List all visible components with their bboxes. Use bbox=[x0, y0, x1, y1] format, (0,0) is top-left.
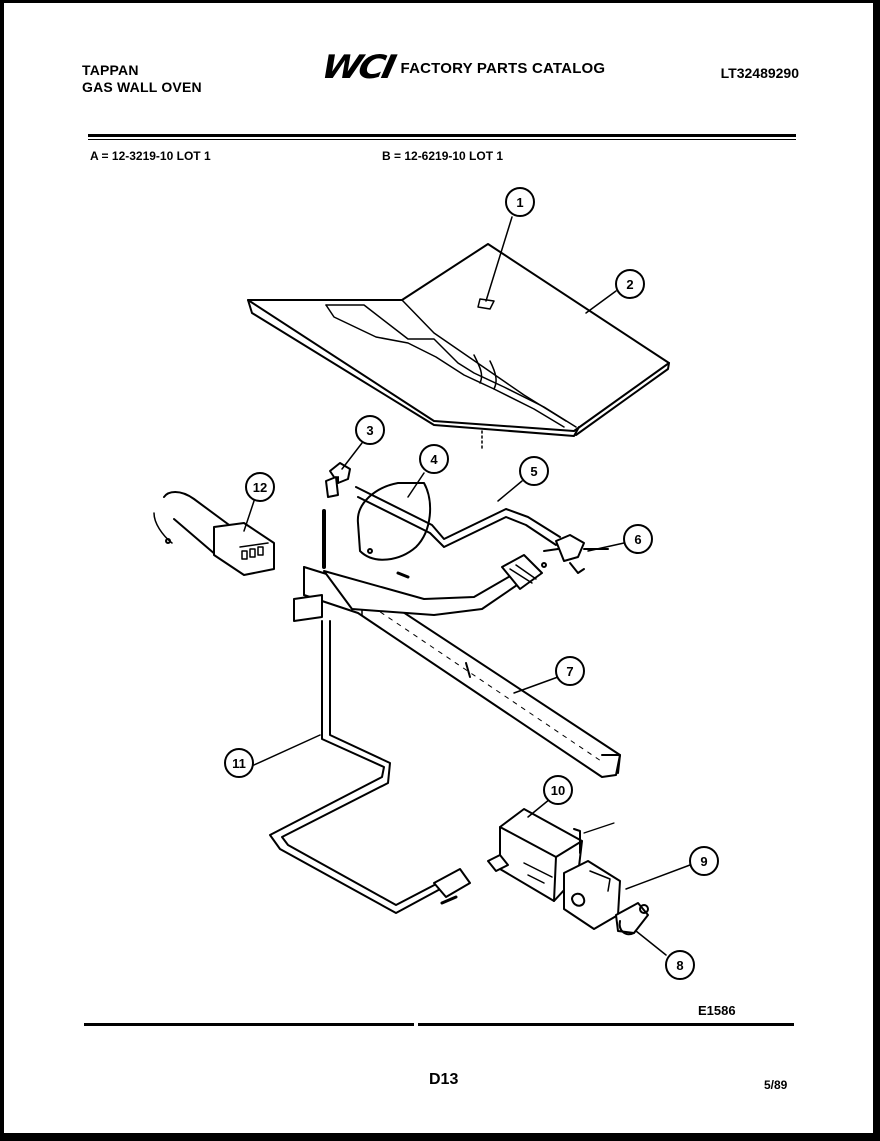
parts-diagram: 1 2 3 4 5 6 7 8 9 10 11 12 bbox=[153, 187, 719, 980]
callout-1-label: 1 bbox=[516, 195, 523, 210]
date-code: 5/89 bbox=[764, 1078, 788, 1092]
part-number: LT32489290 bbox=[720, 65, 799, 81]
callout-7-label: 7 bbox=[566, 664, 573, 679]
catalog-title: FACTORY PARTS CATALOG bbox=[400, 59, 606, 77]
callout-5: 5 bbox=[519, 456, 549, 486]
header-rule-top bbox=[88, 134, 796, 137]
callout-6-label: 6 bbox=[634, 532, 641, 547]
callout-12: 12 bbox=[245, 472, 275, 502]
catalog-page: TAPPAN GAS WALL OVEN WCI FACTORY PARTS C… bbox=[4, 3, 873, 1133]
callout-5-label: 5 bbox=[530, 464, 537, 479]
header-rule-bottom bbox=[88, 139, 796, 140]
page-code: D13 bbox=[429, 1071, 459, 1088]
callout-9-label: 9 bbox=[700, 854, 707, 869]
clip-part bbox=[325, 462, 351, 498]
callout-2-label: 2 bbox=[626, 277, 633, 292]
baffle-plate-part bbox=[247, 243, 670, 450]
callout-1: 1 bbox=[505, 187, 535, 217]
fitting-part bbox=[615, 902, 649, 936]
callout-11-label: 11 bbox=[232, 756, 246, 771]
model-a-label: A = 12-3219-10 LOT 1 bbox=[90, 149, 211, 163]
callout-10-label: 10 bbox=[551, 783, 565, 798]
footer-rule-right bbox=[418, 1023, 794, 1026]
callout-4: 4 bbox=[419, 444, 449, 474]
callout-7: 7 bbox=[555, 656, 585, 686]
callout-4-label: 4 bbox=[430, 452, 438, 467]
callout-12-label: 12 bbox=[253, 480, 267, 495]
callout-3-label: 3 bbox=[366, 423, 373, 438]
model-b-label: B = 12-6219-10 LOT 1 bbox=[382, 149, 504, 163]
valve-body-part bbox=[563, 860, 621, 930]
brand-block: TAPPAN GAS WALL OVEN bbox=[82, 62, 202, 96]
callout-8-label: 8 bbox=[676, 958, 683, 973]
pilot-tube-part bbox=[355, 486, 561, 548]
callout-9: 9 bbox=[689, 846, 719, 876]
callout-8: 8 bbox=[665, 950, 695, 980]
electrode-part bbox=[543, 534, 609, 574]
burner-tube-part bbox=[293, 554, 621, 778]
product-name: GAS WALL OVEN bbox=[82, 79, 202, 95]
catalog-logo-block: WCI FACTORY PARTS CATALOG bbox=[318, 49, 606, 86]
callout-2: 2 bbox=[615, 269, 645, 299]
leader-lines bbox=[243, 216, 691, 956]
callout-11: 11 bbox=[224, 748, 254, 778]
brand-name: TAPPAN bbox=[82, 62, 139, 78]
control-valve-part bbox=[487, 808, 615, 902]
supply-tube-part bbox=[269, 509, 471, 914]
callouts: 1 2 3 4 5 6 7 8 9 10 11 12 bbox=[224, 187, 719, 980]
footer-rule-left bbox=[84, 1023, 414, 1026]
callout-6: 6 bbox=[623, 524, 653, 554]
shield-disc-part bbox=[356, 482, 432, 579]
diagram-code: E1586 bbox=[698, 1003, 736, 1018]
callout-3: 3 bbox=[355, 415, 385, 445]
callout-10: 10 bbox=[543, 775, 573, 805]
igniter-part bbox=[153, 491, 275, 576]
